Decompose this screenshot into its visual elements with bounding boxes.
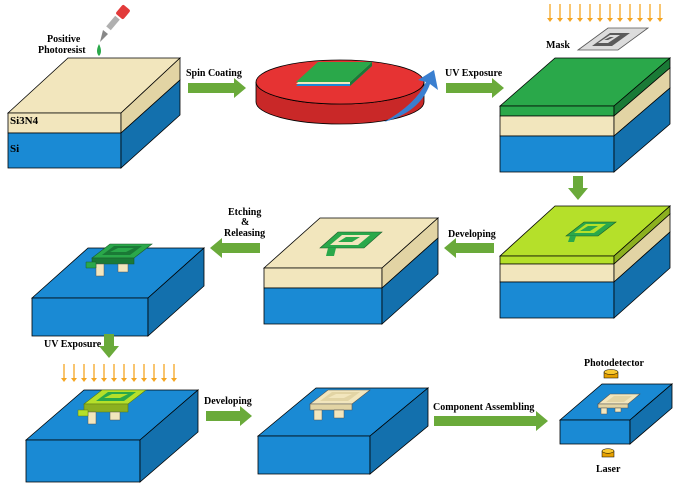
mask-icon <box>576 27 650 51</box>
arrow-down-icon <box>568 176 588 200</box>
photoresist-droplet-icon <box>97 44 101 56</box>
etching-label: Etching <box>228 207 261 218</box>
mask-label: Mask <box>546 40 570 51</box>
releasing-label: Releasing <box>224 228 265 239</box>
si-label: Si <box>10 143 19 155</box>
developing-1-label: Developing <box>448 229 496 240</box>
arrow-right-icon <box>206 406 252 426</box>
photoresist-label: Photoresist <box>38 45 86 56</box>
pipette-icon <box>100 5 130 42</box>
arrow-right-icon <box>434 411 548 431</box>
spin-coater <box>255 59 425 125</box>
arrow-right-icon <box>446 78 504 98</box>
wafer-block-6 <box>24 389 200 483</box>
developing-2-label: Developing <box>204 396 252 407</box>
uv-exposure-1-label: UV Exposure <box>445 68 503 79</box>
uv-rays-icon <box>547 4 663 22</box>
laser-label: Laser <box>596 464 621 475</box>
wafer-block-4 <box>262 217 440 325</box>
arrow-left-icon <box>210 238 260 258</box>
wafer-block-8 <box>558 383 674 445</box>
laser-icon <box>601 448 615 458</box>
arrow-right-icon <box>188 78 246 98</box>
uv-exposure-2-label: UV Exposure <box>44 339 102 350</box>
wafer-block-3 <box>498 205 672 319</box>
photodetector-icon <box>603 369 619 379</box>
si3n4-label: Si3N4 <box>10 115 39 127</box>
uv-rays-icon <box>61 364 177 382</box>
wafer-block-1 <box>6 57 182 169</box>
photodetector-label: Photodetector <box>584 358 645 369</box>
wafer-block-5 <box>30 243 206 337</box>
ampersand-label: & <box>241 217 249 228</box>
arrow-left-icon <box>444 238 494 258</box>
component-assembling-label: Component Assembling <box>433 402 534 413</box>
spin-coating-label: Spin Coating <box>186 68 242 79</box>
wafer-block-2 <box>498 57 672 173</box>
wafer-block-7 <box>256 387 430 475</box>
rotation-arrow-icon <box>384 70 438 122</box>
arrow-down-icon <box>99 334 119 358</box>
positive-label: Positive <box>47 34 81 45</box>
